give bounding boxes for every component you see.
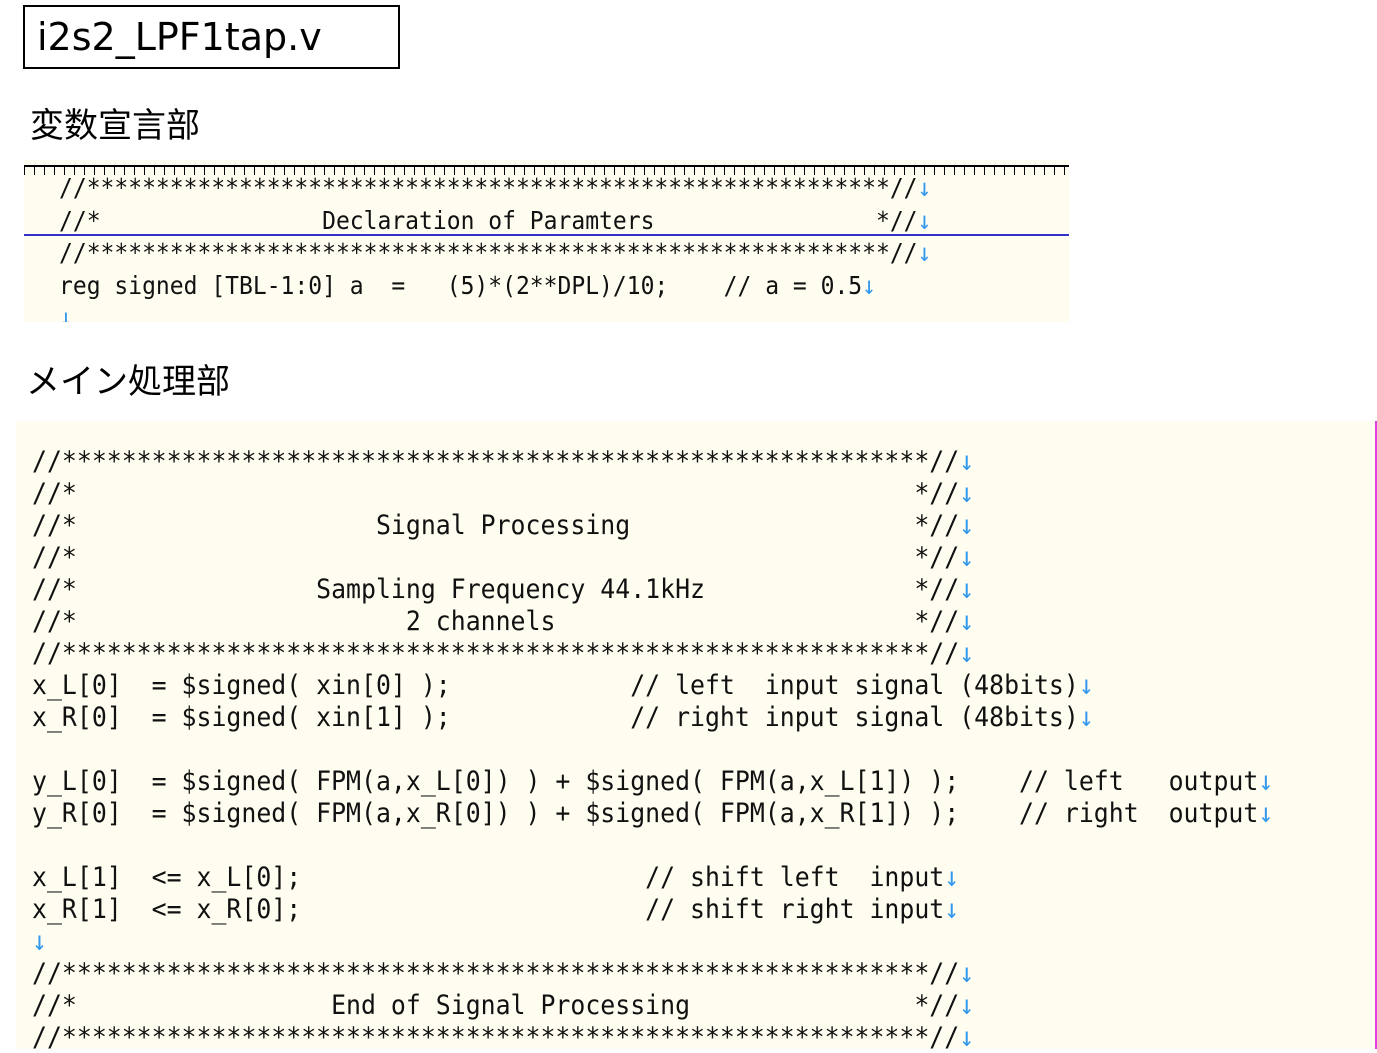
code-panel-declarations[interactable]: //**************************************… bbox=[24, 160, 1069, 322]
code-line: //* 2 channels *//↓ bbox=[32, 606, 974, 638]
code-line: x_L[0] = $signed( xin[0] ); // left inpu… bbox=[32, 670, 1094, 702]
code-text: x_L[1] <= x_L[0]; // shift left input bbox=[32, 862, 945, 893]
code-text: y_R[0] = $signed( FPM(a,x_R[0]) ) + $sig… bbox=[32, 798, 1259, 829]
line-return-icon: ↓ bbox=[1258, 798, 1274, 829]
column-ruler bbox=[24, 165, 1069, 175]
code-text: x_L[0] = $signed( xin[0] ); // left inpu… bbox=[32, 670, 1079, 701]
line-return-icon: ↓ bbox=[959, 542, 975, 573]
code-text: //* Signal Processing *// bbox=[32, 510, 960, 541]
code-text: x_R[0] = $signed( xin[1] ); // right inp… bbox=[32, 702, 1079, 733]
line-return-icon: ↓ bbox=[959, 638, 975, 669]
code-line: x_L[1] <= x_L[0]; // shift left input↓ bbox=[32, 862, 959, 894]
line-return-icon: ↓ bbox=[917, 173, 932, 202]
code-line: //**************************************… bbox=[32, 638, 974, 670]
code-line: //* *//↓ bbox=[32, 542, 974, 574]
line-return-icon: ↓ bbox=[959, 990, 975, 1021]
code-line: //* Sampling Frequency 44.1kHz *//↓ bbox=[32, 574, 974, 606]
code-line: y_L[0] = $signed( FPM(a,x_L[0]) ) + $sig… bbox=[32, 766, 1273, 798]
code-text: //* Declaration of Paramters *// bbox=[59, 205, 918, 235]
code-text: //**************************************… bbox=[59, 173, 918, 202]
code-line: x_R[0] = $signed( xin[1] ); // right inp… bbox=[32, 702, 1094, 734]
line-return-icon: ↓ bbox=[944, 862, 960, 893]
line-return-icon: ↓ bbox=[862, 270, 877, 300]
code-text: //* 2 channels *// bbox=[32, 606, 960, 637]
code-line: y_R[0] = $signed( FPM(a,x_R[0]) ) + $sig… bbox=[32, 798, 1273, 830]
code-text: //* *// bbox=[32, 542, 960, 573]
code-panel-main[interactable]: //**************************************… bbox=[16, 421, 1377, 1049]
code-text: //**************************************… bbox=[32, 638, 960, 669]
line-return-icon: ↓ bbox=[1078, 702, 1094, 733]
code-line: //**************************************… bbox=[32, 446, 974, 478]
code-line: //* Signal Processing *//↓ bbox=[32, 510, 974, 542]
line-return-icon: ↓ bbox=[959, 574, 975, 605]
cursor-line bbox=[24, 234, 1069, 236]
code-line: x_R[1] <= x_R[0]; // shift right input↓ bbox=[32, 894, 959, 926]
line-return-icon: ↓ bbox=[1078, 670, 1094, 701]
code-text: //**************************************… bbox=[32, 1022, 960, 1049]
line-return-icon: ↓ bbox=[959, 510, 975, 541]
line-return-icon: ↓ bbox=[32, 926, 47, 957]
section-heading-main: メイン処理部 bbox=[26, 362, 230, 402]
section-heading-declarations: 変数宣言部 bbox=[30, 106, 200, 146]
code-text: reg signed [TBL-1:0] a = (5)*(2**DPL)/10… bbox=[59, 270, 863, 300]
code-line: //**************************************… bbox=[59, 172, 931, 204]
code-text: //**************************************… bbox=[32, 958, 960, 989]
line-return-icon: ↓ bbox=[917, 238, 932, 267]
code-text: //* End of Signal Processing *// bbox=[32, 990, 960, 1021]
code-line: ↓ bbox=[59, 302, 73, 322]
line-return-icon: ↓ bbox=[959, 1022, 975, 1049]
code-line: //* *//↓ bbox=[32, 478, 974, 510]
code-line: reg signed [TBL-1:0] a = (5)*(2**DPL)/10… bbox=[59, 270, 876, 302]
line-return-icon: ↓ bbox=[1258, 766, 1274, 797]
code-text: x_R[1] <= x_R[0]; // shift right input bbox=[32, 894, 945, 925]
code-line: //* End of Signal Processing *//↓ bbox=[32, 990, 974, 1022]
line-return-icon: ↓ bbox=[959, 606, 975, 637]
line-return-icon: ↓ bbox=[959, 478, 975, 509]
code-text: y_L[0] = $signed( FPM(a,x_L[0]) ) + $sig… bbox=[32, 766, 1259, 797]
line-return-icon: ↓ bbox=[917, 205, 932, 235]
line-return-icon: ↓ bbox=[59, 303, 73, 322]
file-title: i2s2_LPF1tap.v bbox=[23, 5, 400, 69]
code-text: //**************************************… bbox=[32, 446, 960, 477]
code-line: //* Declaration of Paramters *//↓ bbox=[59, 205, 931, 237]
code-line: //**************************************… bbox=[32, 1022, 974, 1049]
code-line: //**************************************… bbox=[32, 958, 974, 990]
code-text: //* Sampling Frequency 44.1kHz *// bbox=[32, 574, 960, 605]
line-return-icon: ↓ bbox=[944, 894, 960, 925]
line-return-icon: ↓ bbox=[959, 446, 975, 477]
code-text: //* *// bbox=[32, 478, 960, 509]
line-return-icon: ↓ bbox=[959, 958, 975, 989]
code-text: //**************************************… bbox=[59, 238, 918, 267]
code-line: //**************************************… bbox=[59, 237, 931, 269]
code-line: ↓ bbox=[32, 926, 47, 958]
